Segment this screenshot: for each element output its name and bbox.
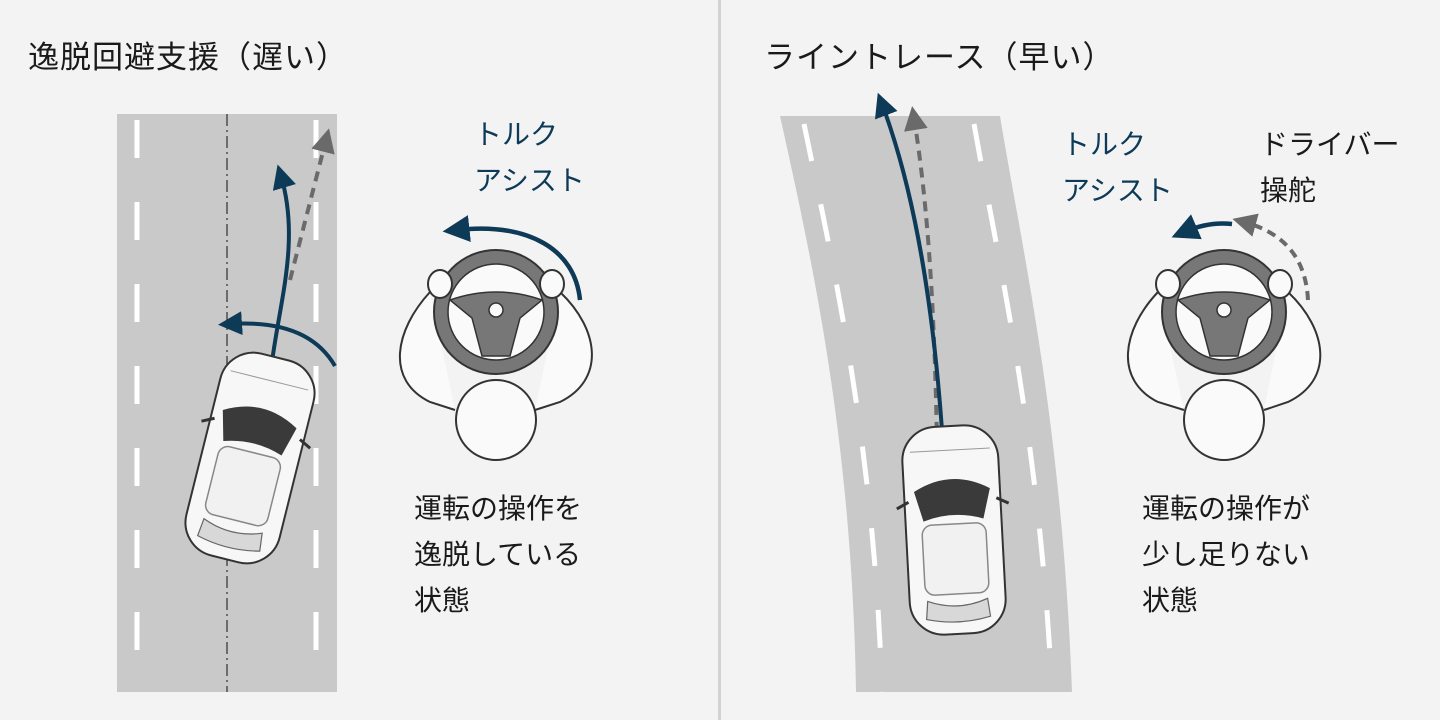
panel-divider: [718, 0, 721, 720]
panel-lane-departure: 逸脱回避支援（遅い）: [0, 0, 718, 720]
lane-departure-scene: [117, 114, 593, 692]
torque-path-arrow: [270, 164, 296, 363]
line-trace-scene: [780, 92, 1322, 693]
steering-torque-arrow: [1171, 214, 1233, 240]
driver-steering-label: ドライバー 操舵: [1260, 128, 1400, 207]
panel-line-trace: ライントレース（早い）: [722, 0, 1440, 720]
torque-path-arrow: [874, 92, 944, 431]
car-icon: [896, 424, 1010, 636]
driver-path-arrow: [288, 128, 335, 281]
driver-steering-arrow: [1232, 213, 1310, 301]
steering-torque-arrow: [442, 215, 583, 301]
state-description: 運転の操作が 少し足りない 状態: [1142, 492, 1311, 617]
car-icon: [184, 351, 316, 565]
driver-steering-icon: [398, 249, 593, 461]
torque-rotation-arrow: [218, 311, 337, 368]
state-description: 運転の操作を 逸脱している 状態: [414, 492, 583, 617]
panel-title: ライントレース（早い）: [764, 40, 1115, 76]
torque-assist-label: トルク アシスト: [1062, 128, 1173, 207]
panel-title: 逸脱回避支援（遅い）: [28, 40, 348, 76]
torque-assist-label: トルク アシスト: [474, 118, 585, 197]
driver-steering-icon: [1126, 249, 1322, 461]
